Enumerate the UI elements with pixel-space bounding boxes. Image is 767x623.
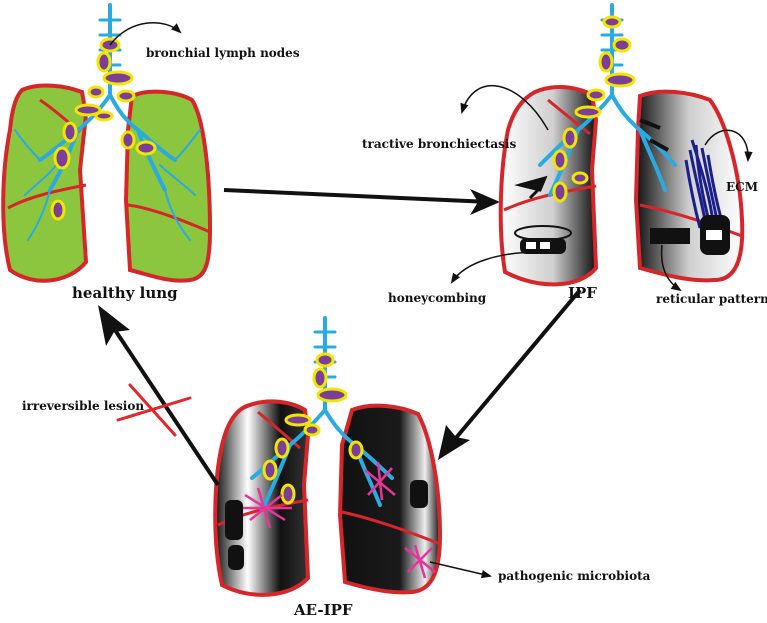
- tractive-bronchiectasis-label: tractive bronchiectasis: [362, 137, 516, 151]
- honeycombing-cluster: [514, 225, 572, 254]
- healthy-lung: [1, 3, 213, 283]
- arrow-healthy-to-ipf: [223, 188, 491, 204]
- arrow-head-healthy-to-ipf: [470, 189, 500, 215]
- arrow-ipf-to-aeipf: [448, 288, 582, 447]
- aeipf-lung: [213, 316, 443, 597]
- arrow-aeipf-to-healthy: [113, 328, 220, 487]
- aeipf-dense-lesions: [225, 480, 428, 570]
- arrow-head-ipf-to-aeipf: [438, 425, 470, 460]
- healthy-lung-title: healthy lung: [72, 284, 178, 302]
- lymph-label-arrow: [109, 22, 182, 46]
- healthy-left-lung: [1, 83, 89, 283]
- reticular-arrow: [660, 244, 682, 292]
- lymph-nodes-label: bronchial lymph nodes: [146, 46, 300, 60]
- reticular-cluster: [514, 118, 730, 255]
- healthy-lymph-nodes: [50, 37, 157, 221]
- arrow-head-aeipf-to-healthy: [98, 305, 130, 346]
- microbiota-clusters: [240, 461, 436, 579]
- aeipf-lymph-nodes: [262, 352, 364, 505]
- honeycombing-arrow: [450, 251, 541, 284]
- reticular-pattern-label: reticular pattern: [656, 292, 767, 306]
- ecm-arrow: [704, 129, 753, 163]
- bronchiectasis-arrow: [460, 85, 549, 131]
- honeycombing-label: honeycombing: [388, 291, 487, 305]
- irreversible-lesion-label: irreversible lesion: [22, 399, 144, 413]
- irreversible-cross-icon: [116, 383, 192, 437]
- ipf-lung: [498, 3, 745, 287]
- healthy-right-lung: [123, 89, 213, 283]
- ecm-label: ECM: [726, 180, 758, 194]
- ipf-lymph-nodes: [552, 15, 636, 203]
- microbiota-arrow: [429, 561, 493, 579]
- aeipf-title: AE-IPF: [293, 601, 353, 619]
- pathogenic-microbiota-label: pathogenic microbiota: [498, 569, 651, 583]
